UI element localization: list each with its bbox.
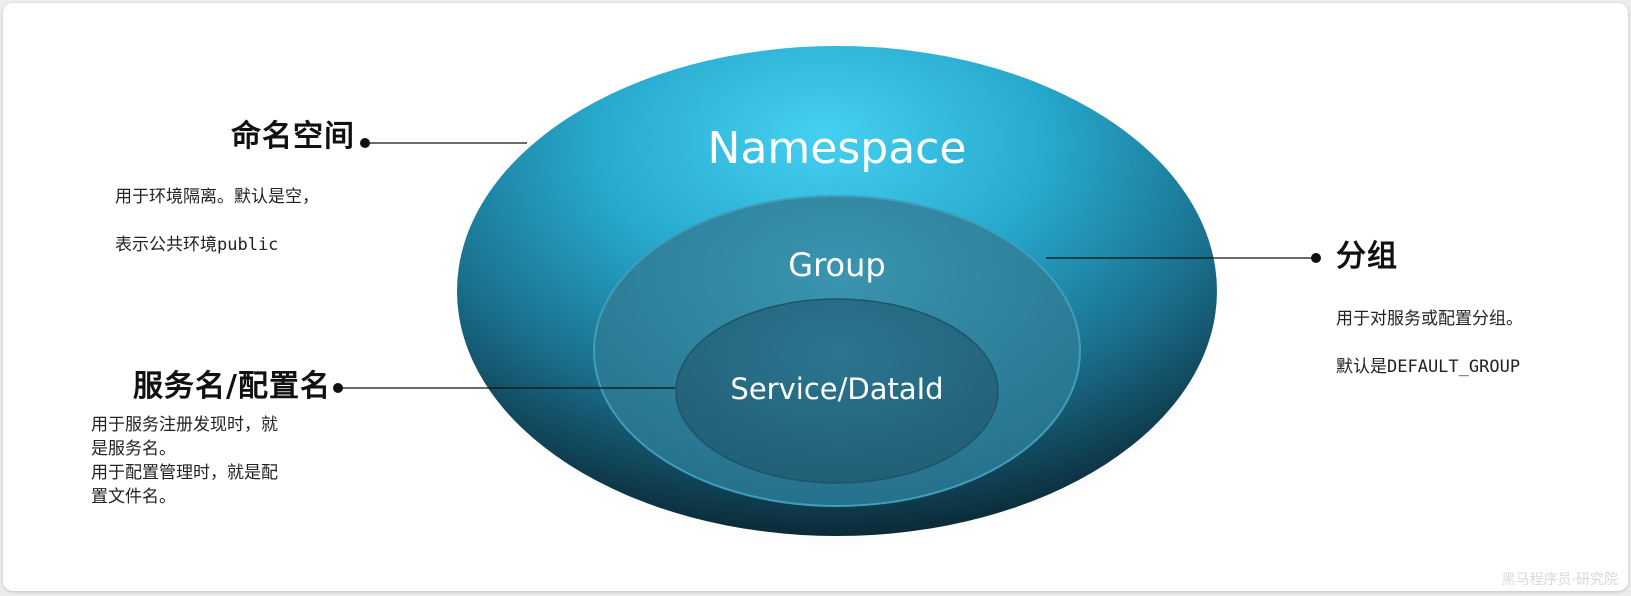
service-connector-dot	[333, 383, 343, 393]
namespace-desc-line1: 用于环境隔离。默认是空，	[115, 187, 319, 207]
namespace-desc-line2: 表示公共环境public	[115, 233, 355, 257]
group-desc-line2-text: 默认是	[1336, 357, 1387, 377]
namespace-connector-dot	[360, 138, 370, 148]
group-callout-desc: 用于对服务或配置分组。 默认是DEFAULT_GROUP	[1336, 283, 1616, 403]
watermark: 黑马程序员·研究院	[1501, 572, 1618, 588]
namespace-callout-desc: 用于环境隔离。默认是空， 表示公共环境public	[115, 161, 355, 281]
group-desc-code: DEFAULT_GROUP	[1387, 357, 1521, 377]
group-callout-title: 分组	[1336, 239, 1398, 274]
service-callout-title: 服务名/配置名	[133, 369, 331, 404]
nested-ellipse-diagram: Namespace Group Service/DataId	[333, 46, 1321, 548]
namespace-desc-line2-text: 表示公共环境	[115, 235, 217, 255]
diagram-canvas: Namespace Group Service/DataId 命名空间 用于环境…	[3, 3, 1628, 591]
group-callout: 分组 用于对服务或配置分组。 默认是DEFAULT_GROUP	[1336, 239, 1616, 403]
service-callout: 服务名/配置名 用于服务注册发现时，就 是服务名。 用于配置管理时，就是配 置文…	[91, 369, 331, 509]
service-label: Service/DataId	[730, 372, 943, 406]
service-callout-desc: 用于服务注册发现时，就 是服务名。 用于配置管理时，就是配 置文件名。	[91, 415, 278, 507]
service-ellipse	[675, 298, 999, 484]
namespace-callout: 命名空间 用于环境隔离。默认是空， 表示公共环境public	[115, 119, 355, 281]
group-desc-line2: 默认是DEFAULT_GROUP	[1336, 355, 1616, 379]
group-desc-line1: 用于对服务或配置分组。	[1336, 309, 1523, 329]
namespace-callout-title: 命名空间	[231, 119, 355, 154]
namespace-label: Namespace	[708, 123, 967, 174]
namespace-desc-code: public	[217, 235, 279, 255]
group-connector-dot	[1311, 253, 1321, 263]
group-label: Group	[788, 246, 885, 284]
